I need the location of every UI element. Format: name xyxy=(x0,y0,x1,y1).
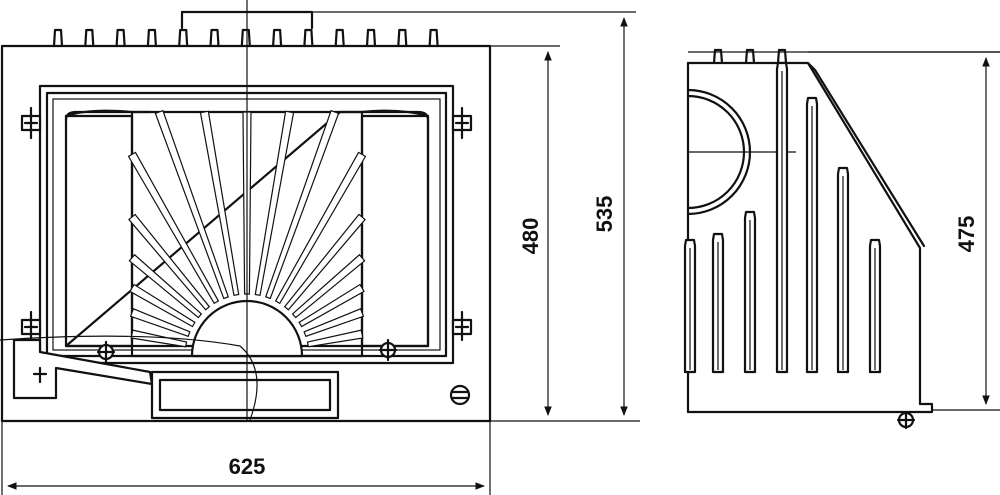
top-rib xyxy=(115,28,126,48)
inner-height-label: 480 xyxy=(518,218,543,255)
dimension-width: 625 xyxy=(1,421,491,495)
top-rib xyxy=(397,28,408,48)
dimension-side-height: 475 xyxy=(808,51,1000,411)
side-fins xyxy=(683,61,882,374)
sunburst-ray xyxy=(154,109,230,300)
sunburst-ray xyxy=(128,253,203,319)
latch-screw-right xyxy=(378,338,398,362)
width-label: 625 xyxy=(229,454,266,479)
sunburst-ray xyxy=(264,109,340,300)
top-rib xyxy=(272,28,283,48)
outer-height-label: 535 xyxy=(592,196,617,233)
sunburst-ray xyxy=(254,110,295,297)
side-slope-inner xyxy=(806,61,926,248)
sunburst-ray xyxy=(130,329,188,348)
left-side-panel xyxy=(64,114,134,348)
dimension-inner-height: 480 xyxy=(490,45,640,422)
latch-screw-left xyxy=(96,340,116,364)
sunburst-ray xyxy=(127,151,220,305)
sunburst-ray xyxy=(128,213,211,311)
hinge-bottom-right xyxy=(451,310,473,342)
sunburst-ray xyxy=(303,308,365,338)
top-rib xyxy=(303,28,314,48)
hinge-top-left xyxy=(20,106,42,140)
top-ribs xyxy=(52,28,439,48)
top-rib xyxy=(334,28,345,48)
side-top-rib xyxy=(776,48,788,65)
sunburst-ray xyxy=(298,283,365,328)
sunburst-ray xyxy=(129,308,191,338)
top-rib xyxy=(146,28,157,48)
sunburst-ray xyxy=(199,110,240,297)
top-rib xyxy=(240,28,251,48)
air-control-knob xyxy=(449,384,471,406)
hinge-top-right xyxy=(451,106,473,140)
top-rib xyxy=(84,28,95,48)
ash-drawer xyxy=(150,370,340,420)
side-top-ribs xyxy=(712,48,788,65)
sunburst-rays xyxy=(127,109,367,348)
front-body-outline xyxy=(0,44,492,423)
side-height-label: 475 xyxy=(954,216,979,253)
sunburst-ray xyxy=(274,151,367,305)
sunburst-ray xyxy=(283,213,366,311)
front-view xyxy=(0,0,492,423)
hinge-bottom-left xyxy=(20,310,42,342)
side-foot xyxy=(896,410,916,430)
top-rib xyxy=(178,28,189,48)
top-rib xyxy=(52,28,64,48)
door-swing-arc xyxy=(0,335,258,421)
right-side-panel xyxy=(360,114,430,348)
top-rib xyxy=(428,28,439,48)
dimension-outer-height: 535 xyxy=(312,11,636,416)
sunburst-ray xyxy=(306,329,364,348)
top-rib xyxy=(209,28,220,48)
sunburst-ray xyxy=(291,253,366,319)
side-view xyxy=(683,48,1000,430)
side-top-rib xyxy=(744,48,756,65)
side-top-rib xyxy=(712,48,724,65)
right-panel-cap xyxy=(360,109,430,118)
sunburst-ray xyxy=(129,283,196,328)
top-rib xyxy=(365,28,377,48)
left-panel-cap xyxy=(64,109,134,118)
